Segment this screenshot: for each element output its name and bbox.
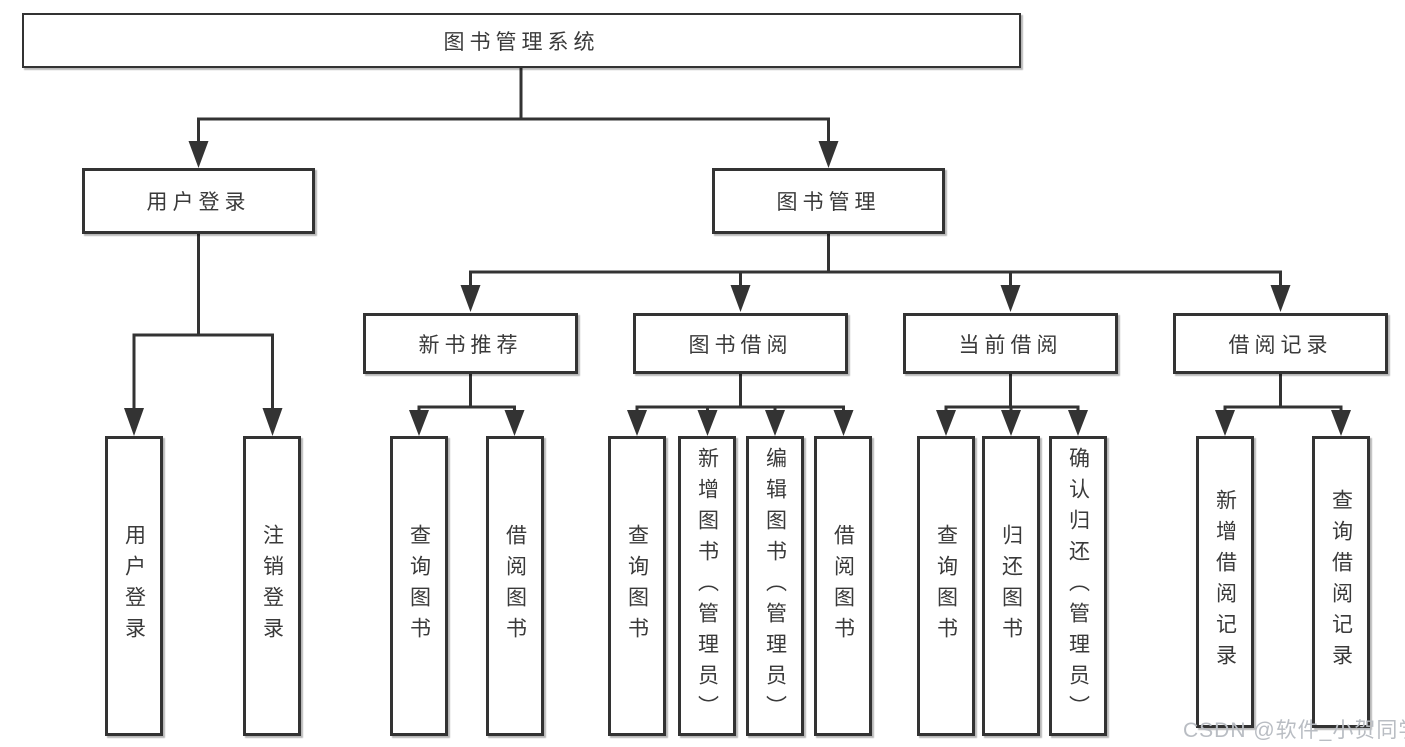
- leaf-edit-book-admin: 编辑图书（管理员）: [746, 436, 804, 736]
- leaf-borrow-books: 借阅图书: [814, 436, 872, 736]
- leaf-add-book-admin: 新增图书（管理员）: [678, 436, 736, 736]
- node-new-book-recommendation: 新书推荐: [363, 313, 578, 374]
- leaf-add-borrow-record: 新增借阅记录: [1196, 436, 1254, 728]
- leaf-return-book: 归还图书: [982, 436, 1040, 736]
- node-current-borrowing: 当前借阅: [903, 313, 1118, 374]
- node-library-management-system: 图书管理系统: [22, 13, 1021, 68]
- node-borrowing-records: 借阅记录: [1173, 313, 1388, 374]
- node-user-login: 用户登录: [82, 168, 315, 234]
- leaf-query-books-recommend: 查询图书: [390, 436, 448, 736]
- node-book-borrowing: 图书借阅: [633, 313, 848, 374]
- leaf-user-login: 用户登录: [105, 436, 163, 736]
- leaf-query-books-current: 查询图书: [917, 436, 975, 736]
- node-book-management: 图书管理: [712, 168, 945, 234]
- csdn-watermark: CSDN @软件_小贺同学: [1183, 719, 1405, 742]
- arrowhead-icons: [124, 141, 1351, 436]
- leaf-confirm-return-admin: 确认归还（管理员）: [1049, 436, 1107, 736]
- leaf-query-books-borrow: 查询图书: [608, 436, 666, 736]
- leaf-borrow-books-recommend: 借阅图书: [486, 436, 544, 736]
- leaf-logout: 注销登录: [243, 436, 301, 736]
- leaf-query-borrow-record: 查询借阅记录: [1312, 436, 1370, 728]
